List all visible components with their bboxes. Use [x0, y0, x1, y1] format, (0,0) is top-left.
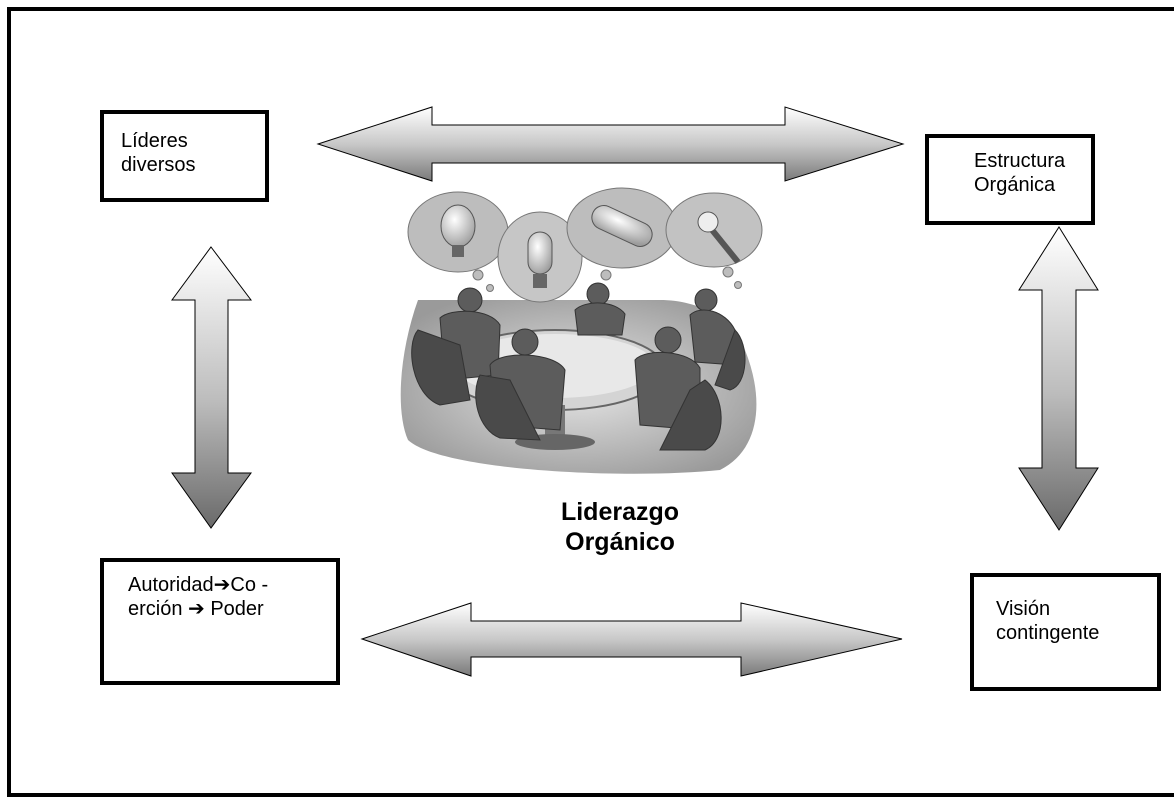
meeting-illustration [400, 187, 763, 474]
box-vision-line1: Visión [996, 598, 1051, 620]
center-title-line2: Orgánico [565, 528, 675, 556]
center-title-line1: Liderazgo [560, 498, 680, 526]
box-autoridad-line2: erción ➔ Poder [128, 598, 264, 620]
box-vision-line2: contingente [996, 622, 1100, 644]
box-autoridad-line1: Autoridad➔Co - [128, 574, 269, 596]
arrow-top-horizontal [316, 106, 905, 182]
arrow-bottom-horizontal [360, 602, 903, 677]
box-estructura-line2: Orgánica [974, 174, 1056, 196]
box-lideres-line1: Líderes [121, 130, 188, 152]
arrow-left-vertical [171, 246, 253, 529]
box-lideres-line2: diversos [121, 154, 196, 176]
box-estructura-line1: Estructura [974, 150, 1066, 172]
center-title: Liderazgo Orgánico [520, 497, 720, 557]
box-estructura-organica: Estructura Orgánica [925, 134, 1095, 225]
box-lideres-diversos: Líderes diversos [100, 110, 269, 202]
box-autoridad-coercion-poder: Autoridad➔Co - erción ➔ Poder [100, 558, 340, 685]
arrow-right-vertical [1018, 226, 1099, 531]
box-vision-contingente: Visión contingente [970, 573, 1161, 691]
